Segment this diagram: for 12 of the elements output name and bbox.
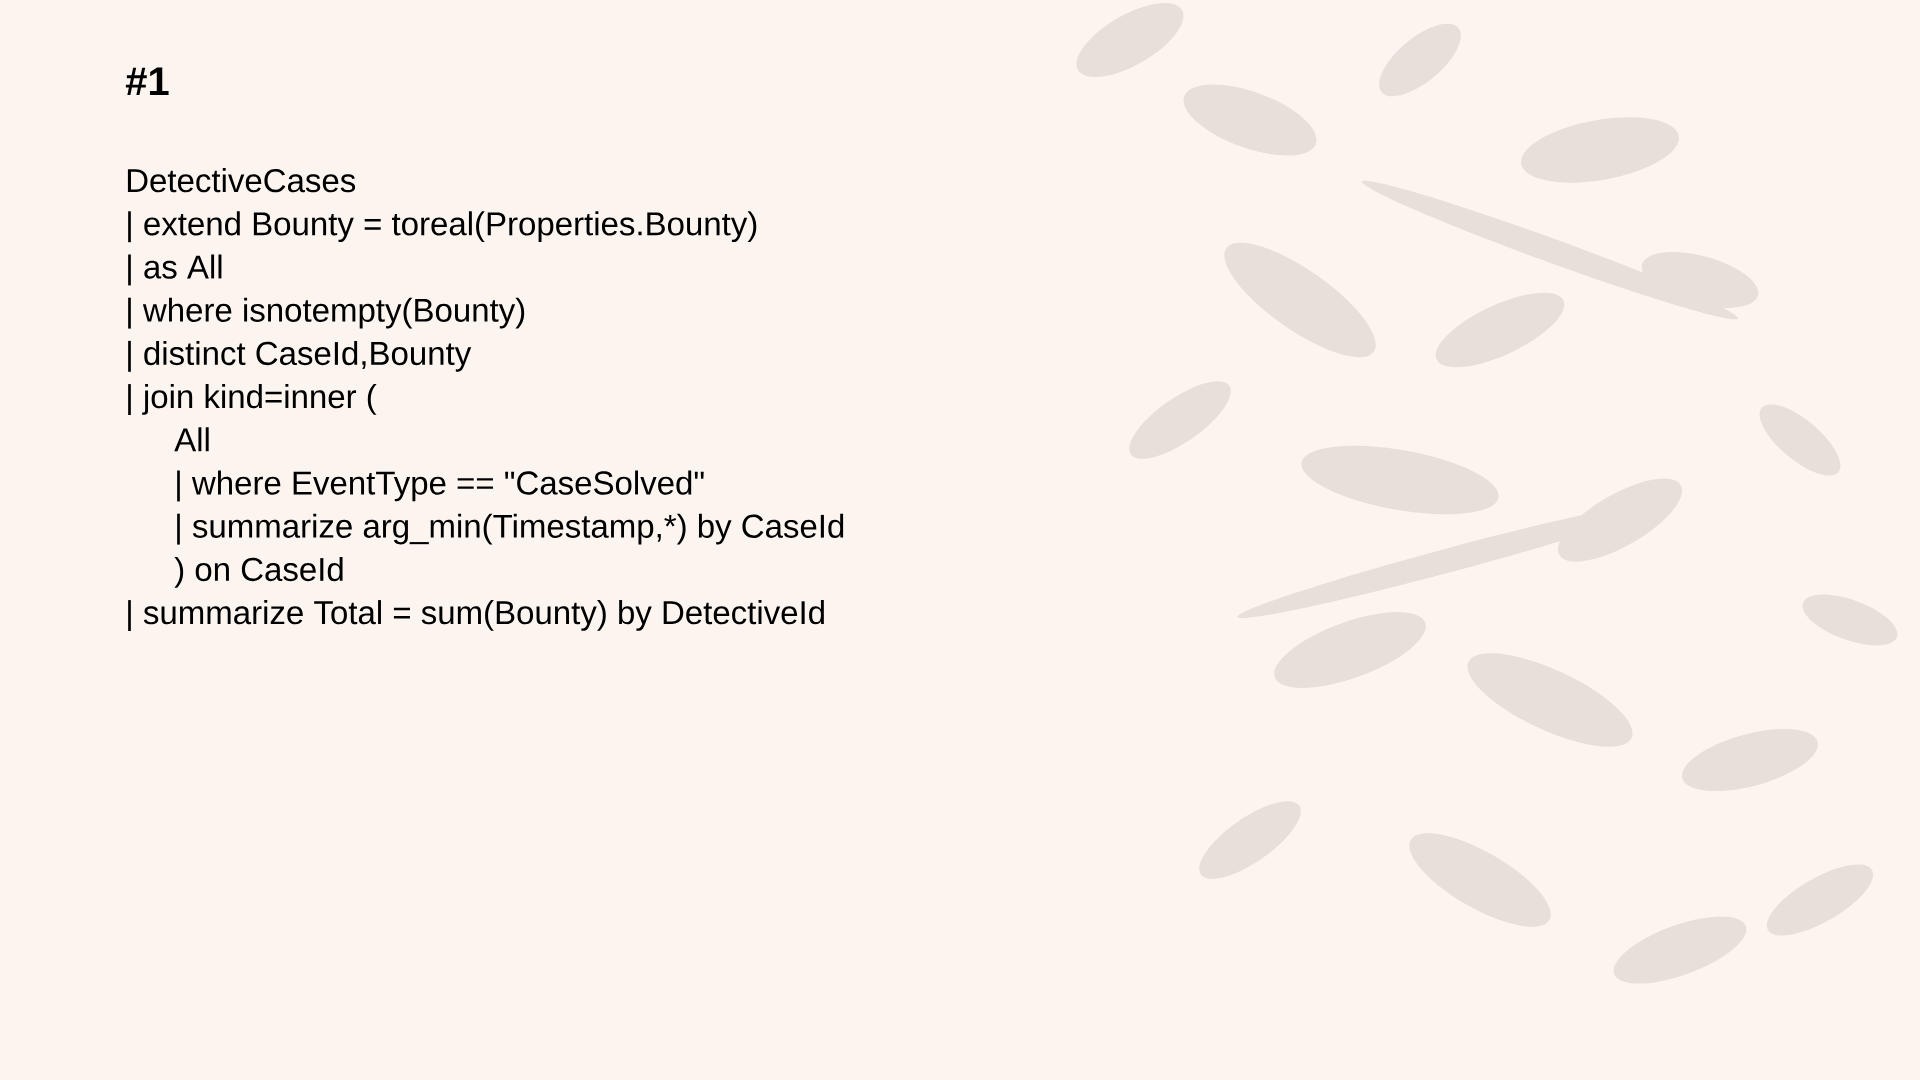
code-line: DetectiveCases [127, 168, 356, 193]
code-line: | extend Bounty = toreal(Properties.Bounty) [128, 211, 757, 243]
code-line: | distinct CaseId,Bounty [128, 340, 472, 372]
code-line: | join kind=inner ( [128, 384, 377, 415]
slide-title: #1 [125, 67, 169, 95]
code-line: All [174, 427, 209, 452]
code-line: | summarize Total = sum(Bounty) by DetectiveId [128, 600, 824, 631]
code-line: ) on CaseId [174, 556, 343, 588]
code-line: | summarize arg_min(Timestamp,*) by CaseId [177, 513, 844, 545]
code-line: | as All [128, 254, 222, 286]
code-line: | where isnotempty(Bounty) [128, 297, 525, 329]
code-line: | where EventType == "CaseSolved" [177, 470, 704, 502]
